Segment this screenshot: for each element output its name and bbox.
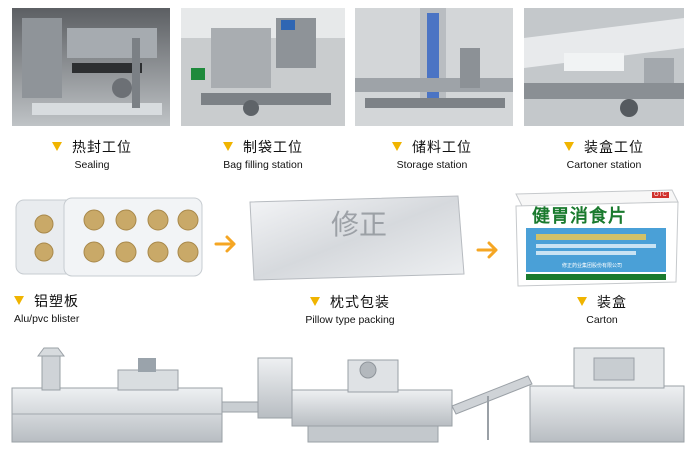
station-zh: 储料工位: [412, 140, 472, 156]
product-label-pillow: 枕式包装 Pillow type packing: [280, 292, 420, 326]
product-zh: 装盒: [597, 295, 627, 311]
carton-company: 修正药业集团股份有限公司: [562, 263, 623, 269]
flow-arrow-icon: [476, 240, 500, 260]
station-label-storage: 储料工位 Storage station: [362, 137, 502, 171]
product-en: Alu/pvc blister: [14, 313, 80, 325]
carton-box-image: 健胃消食片 OTC 修正药业集团股份有限公司: [512, 188, 680, 288]
marker-triangle-icon: [392, 142, 402, 151]
station-en: Cartoner station: [566, 159, 642, 171]
product-zh: 枕式包装: [330, 295, 390, 311]
product-label-carton: 装盒 Carton: [552, 292, 652, 326]
product-en: Pillow type packing: [305, 314, 395, 326]
blister-pack-image: [14, 196, 204, 280]
cartoner-station-photo: [524, 8, 684, 126]
marker-triangle-icon: [223, 142, 233, 151]
station-label-sealing: 热封工位 Sealing: [22, 137, 162, 171]
product-en: Carton: [586, 314, 618, 326]
production-line-image: [8, 340, 688, 448]
station-en: Bag filling station: [223, 159, 303, 171]
carton-title: 健胃消食片: [532, 206, 627, 227]
station-label-bag-filling: 制袋工位 Bag filling station: [193, 137, 333, 171]
marker-triangle-icon: [52, 142, 62, 151]
station-zh: 装盒工位: [584, 140, 644, 156]
marker-triangle-icon: [564, 142, 574, 151]
marker-triangle-icon: [577, 297, 587, 306]
station-en: Storage station: [396, 159, 468, 171]
station-label-cartoner: 装盒工位 Cartoner station: [534, 137, 674, 171]
bag-filling-station-photo: [181, 8, 345, 126]
station-zh: 热封工位: [72, 140, 132, 156]
pillow-pack-image: 修正: [244, 192, 468, 284]
sealing-station-photo: [12, 8, 170, 126]
otc-badge: OTC: [652, 192, 669, 198]
product-zh: 铝塑板: [34, 294, 79, 310]
station-en: Sealing: [74, 159, 110, 171]
marker-triangle-icon: [14, 296, 24, 305]
product-label-blister: 铝塑板 Alu/pvc blister: [14, 291, 134, 325]
storage-station-photo: [355, 8, 513, 126]
station-zh: 制袋工位: [243, 140, 303, 156]
marker-triangle-icon: [310, 297, 320, 306]
flow-arrow-icon: [214, 234, 238, 254]
pillow-pack-brand-text: 修正: [330, 208, 387, 241]
